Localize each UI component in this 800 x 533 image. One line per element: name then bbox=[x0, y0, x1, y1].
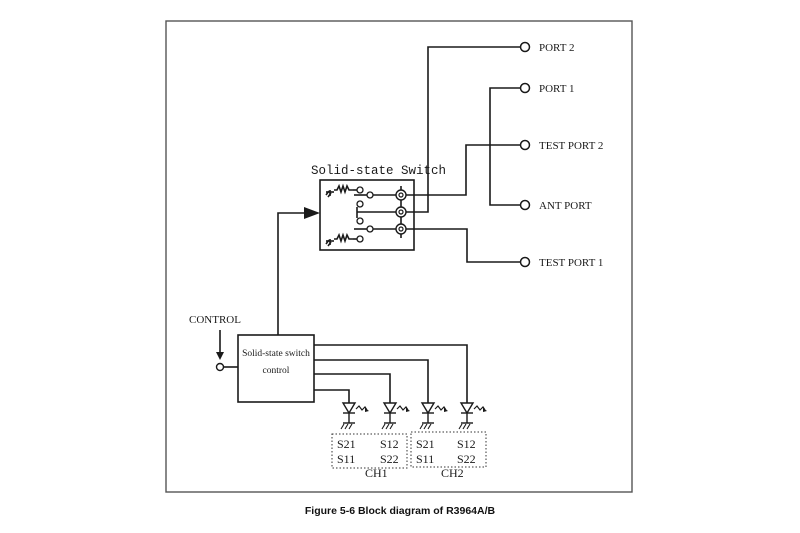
switch-internals bbox=[325, 183, 407, 247]
ch1-s21: S21 bbox=[337, 437, 356, 451]
led-indicator-icon bbox=[420, 402, 448, 423]
port1-terminal bbox=[519, 82, 531, 94]
control-input-terminal bbox=[215, 362, 225, 372]
ground-icon bbox=[419, 422, 434, 430]
arrow-right-icon bbox=[304, 207, 320, 219]
diagram-frame bbox=[165, 20, 633, 493]
test-port2-terminal bbox=[519, 139, 531, 151]
ant-port-terminal bbox=[519, 199, 531, 211]
ch1-s11: S11 bbox=[337, 452, 355, 466]
ch1-s12: S12 bbox=[380, 437, 399, 451]
ch1-group bbox=[331, 433, 408, 469]
led-indicator-icon bbox=[341, 402, 369, 423]
control-to-switch-wire bbox=[277, 212, 304, 335]
ch2-s22: S22 bbox=[457, 452, 476, 466]
contact-icon bbox=[356, 235, 364, 243]
wire-led-4 bbox=[314, 344, 468, 403]
control-input-label: CONTROL bbox=[189, 314, 241, 326]
test-port1-terminal bbox=[519, 256, 531, 268]
ch2-s21: S21 bbox=[416, 437, 435, 451]
control-block-line2: control bbox=[263, 366, 290, 376]
contact-icon bbox=[356, 186, 364, 194]
contact-icon bbox=[356, 217, 364, 225]
resistor-icon bbox=[334, 232, 353, 244]
wire-port1-ant bbox=[489, 87, 520, 206]
wire-led-2 bbox=[314, 373, 391, 403]
figure-caption: Figure 5-6 Block diagram of R3964A/B bbox=[305, 505, 496, 517]
coax-connector-icon bbox=[395, 189, 407, 201]
wire-test-port1 bbox=[406, 228, 520, 263]
wire-led-3 bbox=[314, 359, 429, 403]
wire-test-port2 bbox=[406, 144, 520, 196]
led-indicator-icon bbox=[382, 402, 410, 423]
switch-control-block bbox=[237, 334, 315, 403]
ground-icon bbox=[325, 239, 334, 247]
wire-port2 bbox=[406, 46, 520, 213]
contact-icon bbox=[356, 200, 364, 208]
ch2-label: CH2 bbox=[441, 466, 464, 480]
coax-connector-icon bbox=[395, 223, 407, 235]
ch2-s12: S12 bbox=[457, 437, 476, 451]
ground-icon bbox=[325, 190, 334, 198]
ground-icon bbox=[381, 422, 396, 430]
contact-icon bbox=[366, 191, 374, 199]
led-indicator-icon bbox=[459, 402, 487, 423]
port1-label: PORT 1 bbox=[539, 83, 575, 95]
ch1-s22: S22 bbox=[380, 452, 399, 466]
arrow-down-icon bbox=[216, 352, 224, 360]
port2-terminal bbox=[519, 41, 531, 53]
ant-port-label: ANT PORT bbox=[539, 200, 592, 212]
test-port2-label: TEST PORT 2 bbox=[539, 140, 603, 152]
coax-connector-icon bbox=[395, 206, 407, 218]
resistor-icon bbox=[334, 183, 353, 195]
contact-icon bbox=[366, 225, 374, 233]
ch1-label: CH1 bbox=[365, 466, 388, 480]
ground-icon bbox=[340, 422, 355, 430]
test-port1-label: TEST PORT 1 bbox=[539, 257, 603, 269]
ch2-s11: S11 bbox=[416, 452, 434, 466]
ground-icon bbox=[458, 422, 473, 430]
ch2-group bbox=[410, 431, 487, 468]
solid-state-switch-box bbox=[319, 179, 415, 251]
wire-led-1 bbox=[314, 389, 350, 403]
control-block-line1: Solid-state switch bbox=[242, 349, 310, 359]
switch-title: Solid-state Switch bbox=[311, 164, 446, 178]
port2-label: PORT 2 bbox=[539, 42, 575, 54]
